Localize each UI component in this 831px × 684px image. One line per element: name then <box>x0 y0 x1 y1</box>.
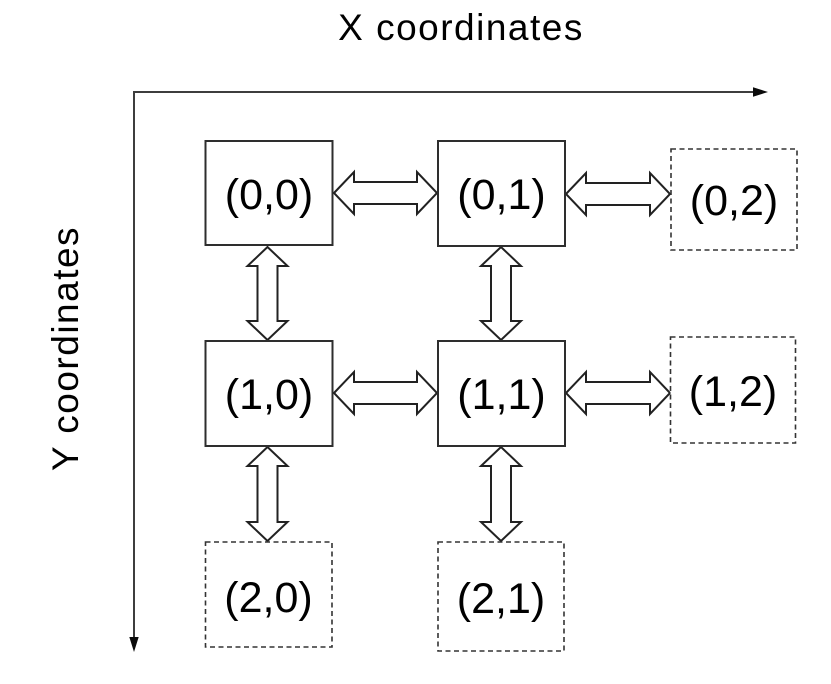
y-axis-arrowhead-icon <box>129 637 139 652</box>
node-label-1-0: (1,0) <box>225 371 313 419</box>
edge-arrow-1-0--2-0 <box>244 445 291 543</box>
node-1-1: (1,1) <box>437 340 566 447</box>
edge-arrow-0-0--1-0 <box>244 245 291 342</box>
node-1-0: (1,0) <box>204 340 334 447</box>
node-box-2-1 <box>437 541 565 652</box>
y-axis-label: Y coordinates <box>45 226 86 471</box>
x-axis-arrowhead-icon <box>753 87 768 97</box>
node-box-2-0 <box>204 541 333 648</box>
x-axis-label: X coordinates <box>338 7 584 48</box>
node-0-1: (0,1) <box>437 140 566 247</box>
node-label-0-0: (0,0) <box>225 171 313 219</box>
node-label-0-1: (0,1) <box>457 171 545 219</box>
node-2-1: (2,1) <box>437 541 565 652</box>
node-0-0: (0,0) <box>204 140 334 246</box>
node-box-1-0 <box>204 340 334 447</box>
edge-arrow-0-1--1-1 <box>478 245 524 342</box>
node-label-1-1: (1,1) <box>457 371 545 419</box>
edge-arrow-1-0--1-1 <box>332 369 439 417</box>
node-label-2-1: (2,1) <box>457 575 545 623</box>
edge-arrow-0-0--0-1 <box>332 169 439 217</box>
node-label-1-2: (1,2) <box>689 368 777 416</box>
node-box-1-1 <box>437 340 566 447</box>
node-box-1-2 <box>669 336 797 444</box>
edge-arrow-0-1--0-2 <box>564 170 672 218</box>
edge-arrow-1-1--1-2 <box>564 369 672 417</box>
y-axis-arrow <box>129 91 139 652</box>
edge-arrow-1-1--2-1 <box>478 445 524 543</box>
node-box-0-2 <box>670 148 798 251</box>
node-label-2-0: (2,0) <box>224 574 312 622</box>
node-label-0-2: (0,2) <box>690 177 778 225</box>
node-box-0-0 <box>204 140 334 246</box>
node-1-2: (1,2) <box>669 336 797 444</box>
node-box-0-1 <box>437 140 566 247</box>
node-0-2: (0,2) <box>670 148 798 251</box>
node-2-0: (2,0) <box>204 541 333 648</box>
x-axis-arrow <box>133 87 768 97</box>
